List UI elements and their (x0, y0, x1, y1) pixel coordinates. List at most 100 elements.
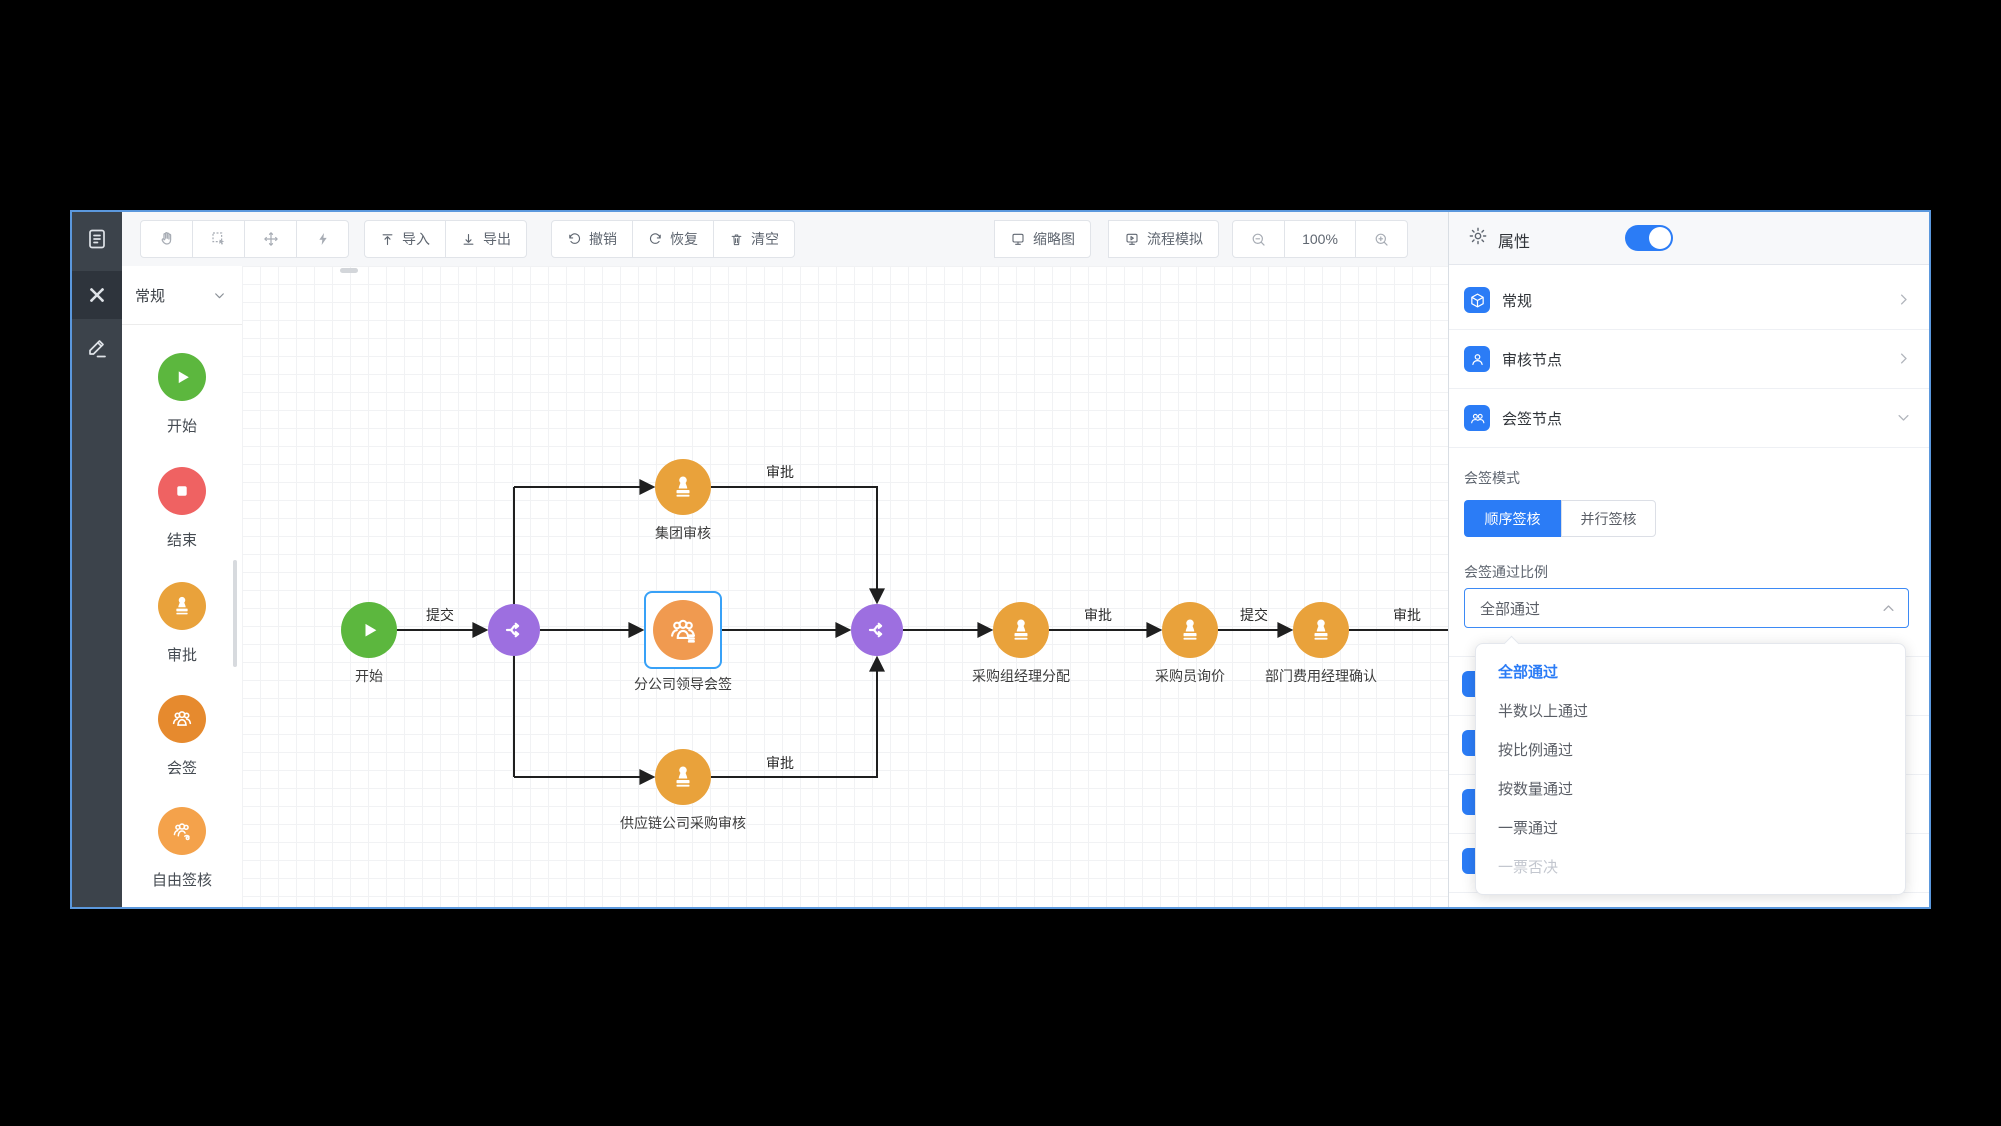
undo-button[interactable]: 撤销 (551, 220, 633, 258)
zoom-out-button[interactable] (1232, 220, 1285, 258)
panel-title: 属性 (1498, 234, 1531, 251)
move-icon (262, 230, 280, 248)
palette-header[interactable]: 常规 (122, 266, 242, 325)
pan-hand-button[interactable] (140, 220, 193, 258)
toggle-knob (1649, 227, 1671, 249)
palette-item-end[interactable]: 结束 (122, 467, 242, 550)
import-label: 导入 (402, 231, 430, 247)
zoom-in-icon (1373, 231, 1390, 248)
pass-ratio-label: 会签通过比例 (1464, 564, 1548, 580)
zoom-in-button[interactable] (1355, 220, 1408, 258)
chevron-down-icon (213, 289, 226, 302)
chevron-right-icon (1896, 351, 1911, 366)
canvas-scrollbar-thumb[interactable] (340, 268, 358, 273)
marquee-select-icon (210, 230, 228, 248)
chevron-down-icon (1896, 410, 1911, 425)
dropdown-notch (1503, 635, 1520, 652)
section-audit-node[interactable]: 审核节点 (1449, 330, 1929, 389)
stamp-icon (655, 749, 711, 805)
play-icon (158, 353, 206, 401)
minimap-label: 缩略图 (1033, 231, 1075, 247)
pencil-icon[interactable] (72, 324, 122, 372)
section-general[interactable]: 常规 (1449, 271, 1929, 330)
io-group: 导入 导出 (364, 220, 527, 258)
export-button[interactable]: 导出 (445, 220, 527, 258)
gear-icon (1468, 226, 1488, 246)
hand-icon (158, 230, 176, 248)
redo-icon (648, 232, 663, 247)
cube-icon (1464, 287, 1490, 313)
left-sidebar (72, 212, 122, 907)
stop-icon (158, 467, 206, 515)
edge-label[interactable]: 审批 (1393, 607, 1421, 623)
fork-icon (851, 604, 903, 656)
section-countersign-node[interactable]: 会签节点 (1449, 389, 1929, 448)
sequential-sign-button[interactable]: 顺序签核 (1464, 500, 1561, 537)
lightning-icon (315, 231, 331, 247)
zoom-out-icon (1250, 231, 1267, 248)
simulate-label: 流程模拟 (1147, 231, 1203, 247)
stamp-icon (993, 602, 1049, 658)
dropdown-option[interactable]: 一票通过 (1498, 820, 1559, 837)
quick-connect-button[interactable] (296, 220, 349, 258)
move-canvas-button[interactable] (244, 220, 297, 258)
dropdown-option[interactable]: 全部通过 (1498, 664, 1559, 681)
select-value: 全部通过 (1480, 600, 1541, 618)
flow-designer-window: 导入 导出 撤销 恢复 清空 缩略图 (70, 210, 1931, 909)
flow-edges (397, 479, 1448, 785)
export-label: 导出 (483, 231, 511, 247)
upload-icon (380, 232, 395, 247)
sign-mode-label: 会签模式 (1464, 470, 1520, 486)
group-hand-icon (158, 807, 206, 855)
redo-button[interactable]: 恢复 (632, 220, 714, 258)
canvas-toolbar: 导入 导出 撤销 恢复 清空 缩略图 (122, 212, 1448, 267)
minimap-icon (1010, 231, 1026, 247)
edge-label[interactable]: 审批 (766, 755, 794, 771)
user-icon (1464, 346, 1490, 372)
minimap-button[interactable]: 缩略图 (994, 220, 1091, 258)
redo-label: 恢复 (670, 231, 698, 247)
import-button[interactable]: 导入 (364, 220, 446, 258)
trash-icon (729, 232, 744, 247)
palette-item-approve[interactable]: 审批 (122, 582, 242, 665)
chevron-right-icon (1896, 292, 1911, 307)
dropdown-option[interactable]: 按比例通过 (1498, 742, 1574, 759)
clear-label: 清空 (751, 231, 779, 247)
parallel-sign-button[interactable]: 并行签核 (1561, 500, 1656, 537)
flow-icon[interactable] (72, 271, 122, 319)
simulate-group: 流程模拟 (1108, 220, 1219, 258)
simulate-button[interactable]: 流程模拟 (1108, 220, 1219, 258)
properties-header: 属性 (1449, 212, 1929, 265)
zoom-level-value: 100% (1284, 220, 1356, 258)
dropdown-option[interactable]: 半数以上通过 (1498, 703, 1589, 720)
stamp-icon (1293, 602, 1349, 658)
palette-header-label: 常规 (135, 287, 166, 305)
download-icon (461, 232, 476, 247)
palette-item-free-sign[interactable]: 自由签核 (122, 807, 242, 890)
undo-icon (567, 232, 582, 247)
zoom-group: 100% (1232, 220, 1408, 258)
group-list-icon (653, 600, 713, 660)
clear-button[interactable]: 清空 (713, 220, 795, 258)
palette-item-countersign[interactable]: 会签 (122, 695, 242, 778)
play-icon (341, 602, 397, 658)
group-icon (158, 695, 206, 743)
simulate-icon (1124, 231, 1140, 247)
flow-canvas[interactable]: 开始 分公司领导会签 集团审核 供应链公司采购审核 (242, 266, 1448, 907)
edge-label[interactable]: 提交 (426, 607, 454, 623)
node-palette: 常规 开始 结束 审批 会签 (122, 266, 243, 907)
palette-scrollbar[interactable] (233, 560, 237, 667)
select-area-button[interactable] (192, 220, 245, 258)
users-icon (1464, 405, 1490, 431)
edge-label[interactable]: 审批 (1084, 607, 1112, 623)
document-icon[interactable] (72, 215, 122, 263)
chevron-up-icon (1881, 601, 1896, 616)
dropdown-option-disabled: 一票否决 (1498, 859, 1559, 876)
edge-label[interactable]: 审批 (766, 464, 794, 480)
properties-toggle[interactable] (1625, 225, 1673, 251)
edge-label[interactable]: 提交 (1240, 607, 1268, 623)
palette-item-start[interactable]: 开始 (122, 353, 242, 436)
pass-ratio-select[interactable]: 全部通过 (1464, 588, 1909, 628)
dropdown-option[interactable]: 按数量通过 (1498, 781, 1574, 798)
pass-ratio-dropdown: 全部通过 半数以上通过 按比例通过 按数量通过 一票通过 一票否决 (1475, 635, 1906, 895)
